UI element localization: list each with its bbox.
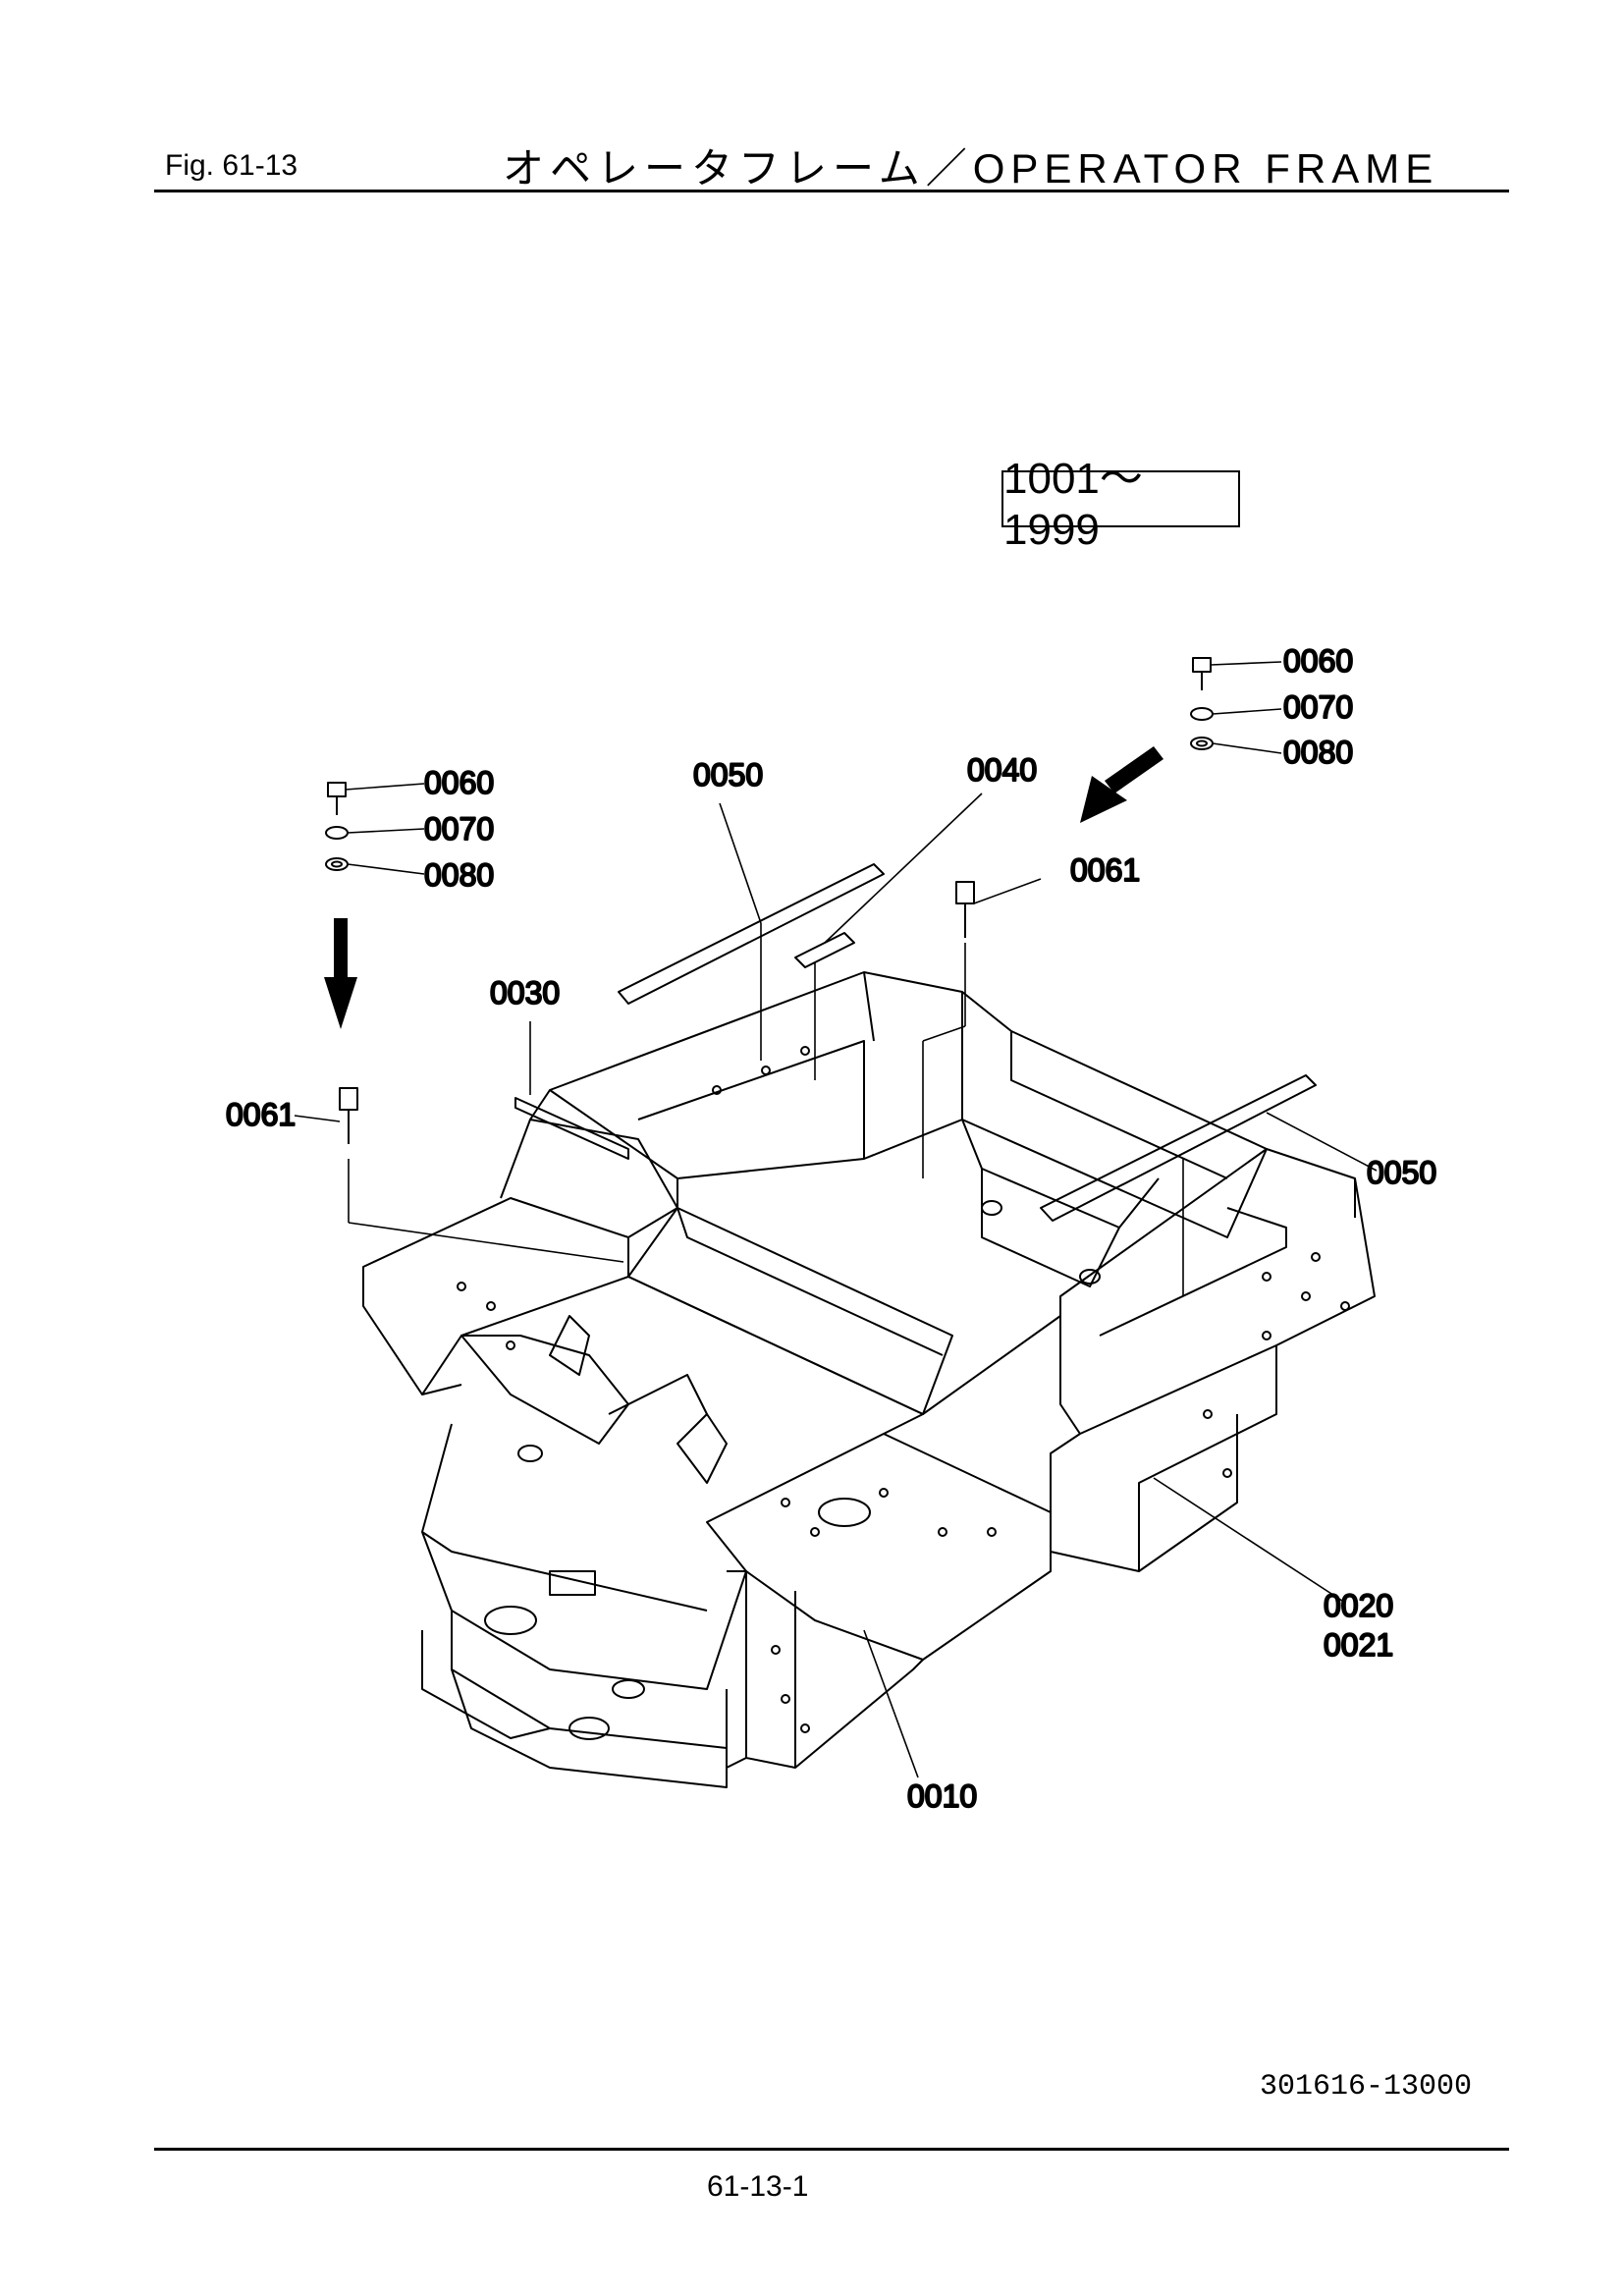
callout-0010: 0010 [907, 1778, 977, 1814]
callout-0061-right: 0061 [1070, 852, 1140, 888]
strip-0030 [514, 1097, 629, 1160]
figure-label: Fig. 61-13 [165, 149, 298, 182]
page-title: オペレータフレーム／OPERATOR FRAME [503, 145, 1439, 191]
footer-rule [154, 2148, 1509, 2151]
callout-0070-right: 0070 [1283, 689, 1353, 725]
callout-0020: 0020 [1324, 1588, 1393, 1623]
arrow-diagonal-icon [1080, 746, 1163, 823]
rail-0050-top [618, 863, 885, 1005]
leader-lines [294, 661, 1378, 1778]
rail-0050-right [1040, 1074, 1317, 1222]
callout-0080-right: 0080 [1283, 735, 1353, 770]
fastener-stack-right [1190, 657, 1214, 750]
callout-0060-left: 0060 [424, 765, 494, 800]
arrow-down-icon [324, 918, 357, 1029]
bolt-0061-left [339, 1087, 358, 1144]
callout-0070-left: 0070 [424, 811, 494, 847]
callout-0080-left: 0080 [424, 857, 494, 893]
document-number: 301616-13000 [1260, 2070, 1473, 2104]
callout-0061-left: 0061 [226, 1097, 296, 1132]
pad-0040 [794, 932, 855, 968]
page-number: 61-13-1 [707, 2170, 809, 2203]
fastener-stack-left [325, 782, 349, 871]
callout-0050-top: 0050 [693, 757, 763, 793]
bolt-0061-right [955, 881, 975, 938]
operator-frame [362, 971, 1376, 1788]
callout-0060-right: 0060 [1283, 643, 1353, 679]
callout-0050-right: 0050 [1367, 1155, 1436, 1190]
callout-0021: 0021 [1324, 1627, 1393, 1663]
callout-0030: 0030 [490, 975, 560, 1011]
header-rule [154, 190, 1509, 192]
callout-0040: 0040 [967, 752, 1037, 788]
